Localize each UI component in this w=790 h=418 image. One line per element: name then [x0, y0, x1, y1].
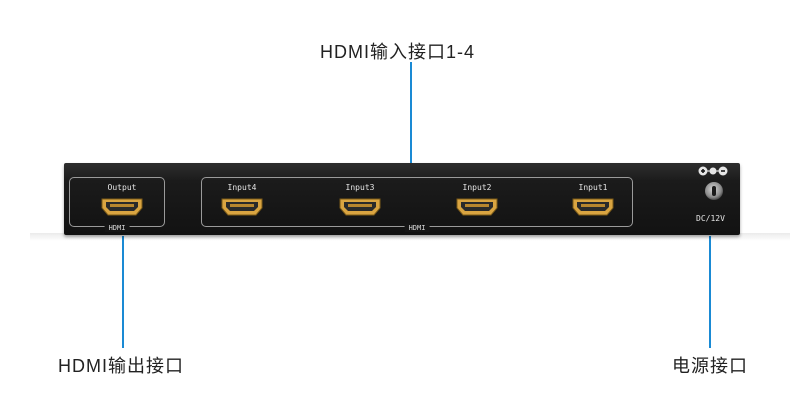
- input-frame: HDMI: [201, 177, 633, 232]
- device-shadow: [30, 233, 790, 241]
- hdmi-input2-port-icon: [456, 198, 498, 216]
- input3-label: Input3: [345, 183, 375, 192]
- hdmi-switch-device: HDMI Output HDMI Input4 Input3 Input2 In…: [64, 163, 740, 235]
- input2-label: Input2: [462, 183, 492, 192]
- output-frame: HDMI: [69, 177, 165, 232]
- input-group-label: HDMI: [404, 224, 430, 232]
- dc-polarity-icon: [698, 166, 728, 176]
- dc-power-label: DC/12V: [696, 214, 725, 223]
- input1-label: Input1: [578, 183, 608, 192]
- hdmi-output-port-icon: [101, 198, 143, 216]
- hdmi-input4-port-icon: [221, 198, 263, 216]
- callout-output: HDMI输出接口: [58, 356, 184, 376]
- hdmi-input3-port-icon: [339, 198, 381, 216]
- callout-line-output: [122, 236, 124, 348]
- dc-power-jack-pin: [712, 186, 716, 196]
- callout-line-inputs-vertical: [410, 62, 412, 174]
- output-port-label: Output: [107, 183, 137, 192]
- callout-line-power: [709, 236, 711, 348]
- output-group-label: HDMI: [104, 224, 130, 232]
- hdmi-input1-port-icon: [572, 198, 614, 216]
- callout-power: 电源接口: [672, 356, 748, 376]
- callout-inputs: HDMI输入接口1-4: [320, 42, 476, 62]
- input4-label: Input4: [227, 183, 257, 192]
